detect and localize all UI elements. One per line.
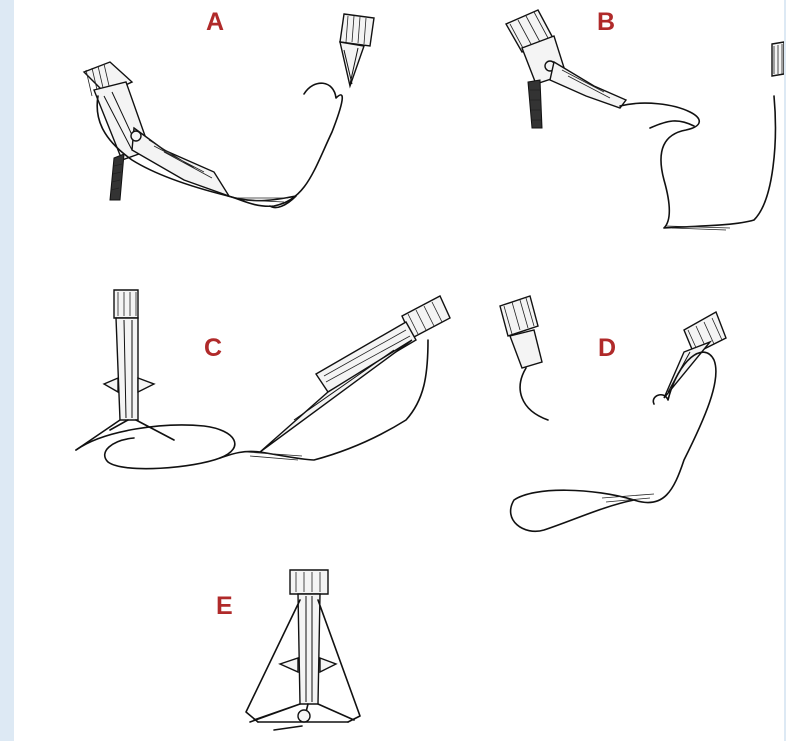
panel-label-a: A [206,8,224,36]
suture-thread-icon [620,96,775,228]
needle-driver-icon [340,14,374,86]
panel-b: B [506,8,784,230]
grasper-instrument-icon [500,296,542,368]
knot-pusher-icon [246,570,360,730]
panel-c: C [76,290,450,469]
panel-label-d: D [598,334,616,362]
panel-label-c: C [204,334,222,362]
grasper-instrument-icon [84,62,229,200]
panel-a: A [84,8,374,208]
panel-e: E [216,570,360,730]
panel-label-e: E [216,592,233,620]
suture-thread-icon [76,425,235,469]
suture-thread-icon [511,352,716,531]
panel-d: D [500,296,726,531]
suture-technique-illustration: A [14,0,784,741]
needle-driver-icon [260,296,450,452]
panel-label-b: B [597,8,615,36]
illustration-canvas: A [14,0,784,741]
